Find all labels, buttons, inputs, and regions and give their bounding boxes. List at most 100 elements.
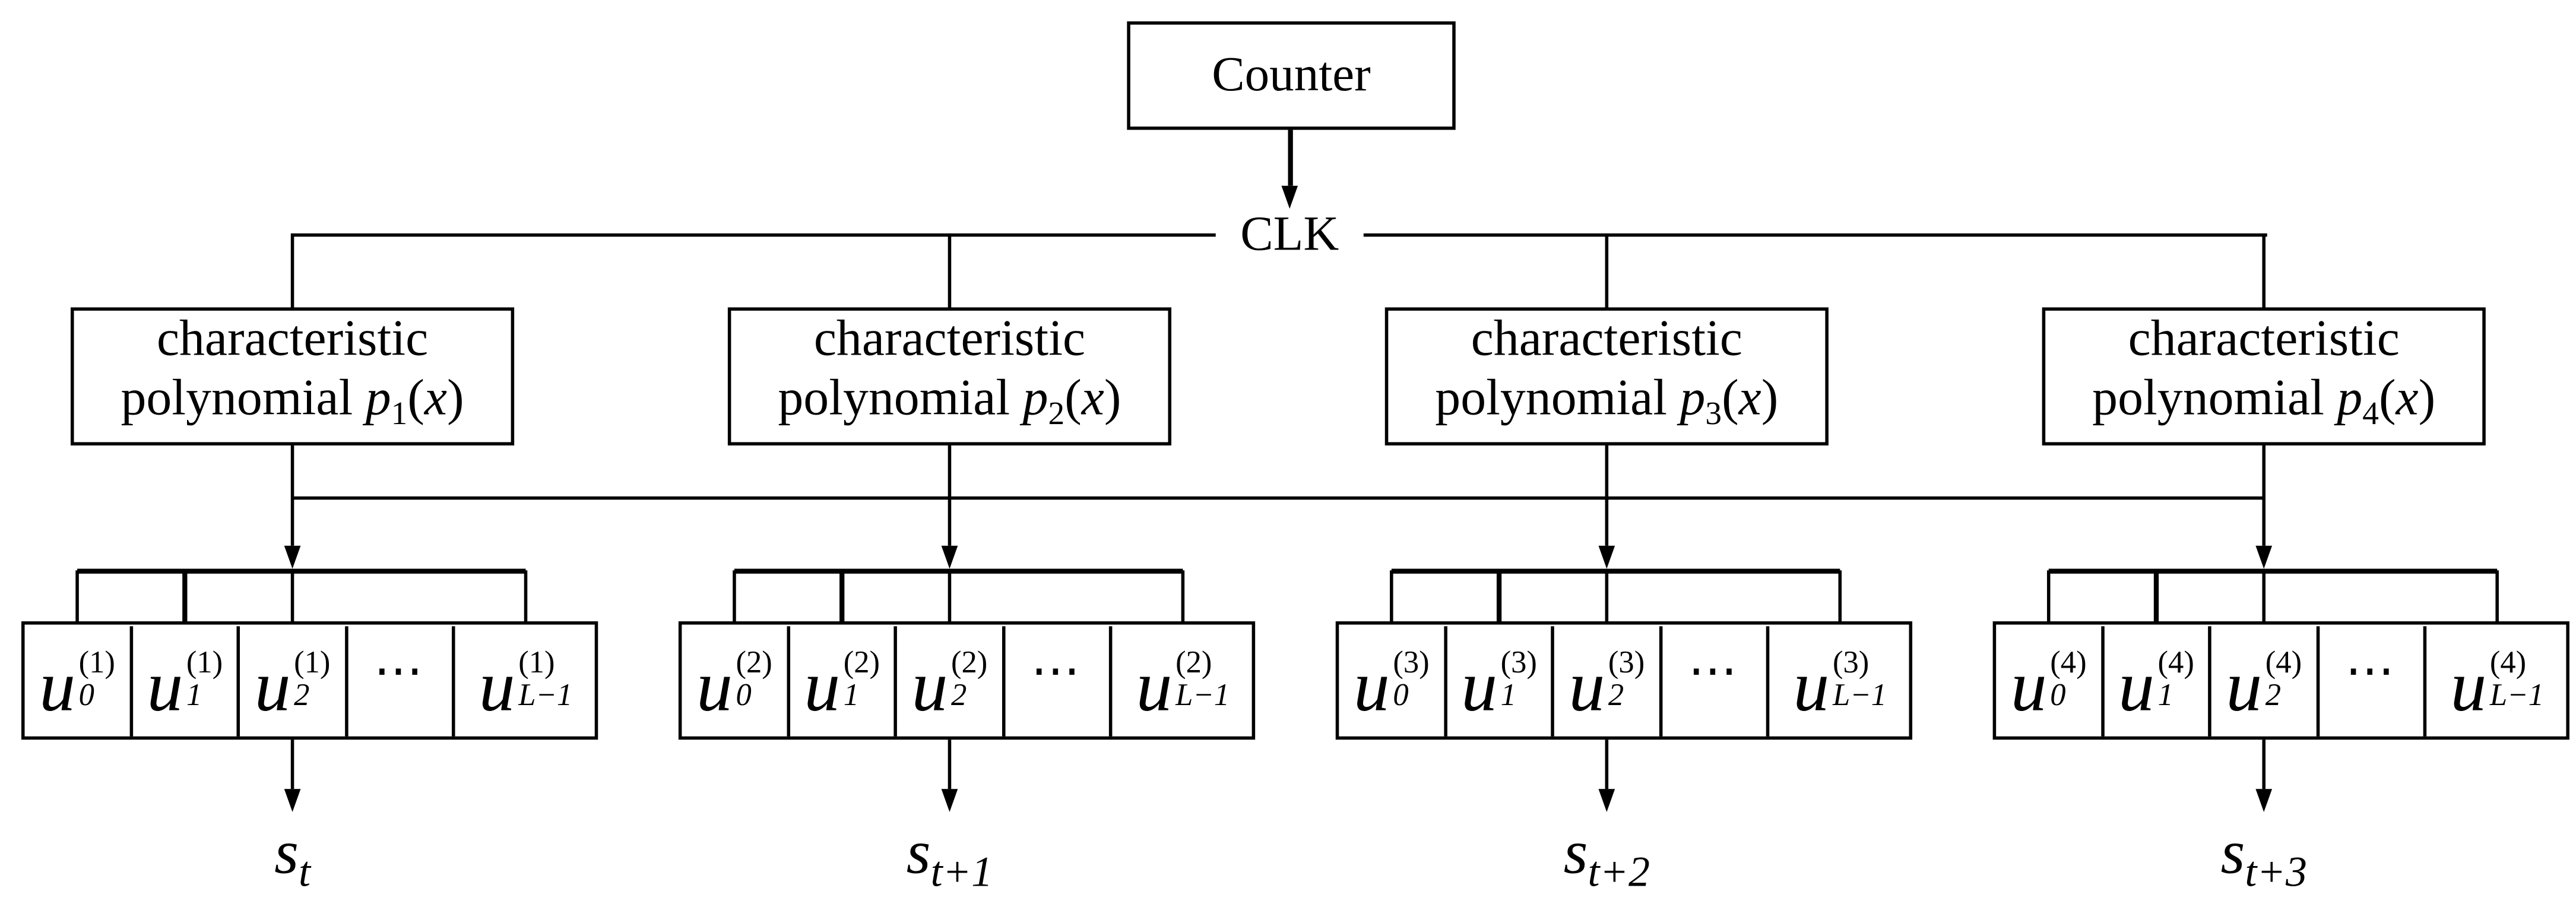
polynomial-box-line1: characteristic: [1471, 309, 1742, 367]
register-cell: u(1)L−1: [452, 621, 600, 740]
cell-sup: (2): [1175, 646, 1212, 681]
polynomial-arg: x: [2396, 368, 2419, 426]
output-sub: t: [299, 848, 311, 896]
load-bus-tap-line: [840, 570, 844, 622]
cell-sub: L−1: [518, 678, 573, 713]
output-sub: t+1: [930, 848, 993, 896]
clk-drop-line: [948, 233, 952, 309]
polynomial-box-line2: polynomial p4(x): [2092, 368, 2435, 444]
register-output-line: [2261, 740, 2266, 789]
cell-sub: 0: [736, 678, 752, 713]
register-cell-ellipsis: ⋯: [334, 621, 465, 740]
register-output-line: [947, 740, 952, 789]
polynomial-index: 2: [1048, 396, 1065, 432]
register-output-line: [290, 740, 295, 789]
polynomial-symbol: p: [365, 368, 391, 426]
polynomial-box-1: characteristic polynomial p1(x): [70, 307, 515, 445]
polynomial-index: 3: [1705, 396, 1722, 432]
output-label-4: st+3: [2133, 816, 2396, 910]
cell-sub: 2: [294, 678, 310, 713]
register-cell-ellipsis: ⋯: [991, 621, 1123, 740]
cell-sub: 0: [1393, 678, 1409, 713]
arrowhead-down-icon: [940, 789, 957, 813]
cell-base: u: [1569, 645, 1605, 726]
lparen: (: [2378, 368, 2396, 426]
cell-separator: [893, 625, 898, 736]
ellipsis-dots: ⋯: [373, 643, 427, 698]
load-bus-bar: [734, 568, 1183, 574]
cell-base: u: [1793, 645, 1830, 726]
cell-separator: [786, 625, 790, 736]
register-cell: u(2)1: [777, 621, 908, 740]
cell-base: u: [479, 645, 515, 726]
cell-sub: 2: [2265, 678, 2282, 713]
cell-sup: (3): [1608, 646, 1645, 681]
cell-base: u: [2450, 645, 2487, 726]
arrowhead-down-icon: [940, 545, 957, 569]
arrowhead-down-icon: [1598, 545, 1614, 569]
load-bus-tap-line: [1838, 570, 1842, 622]
cell-sub: L−1: [1175, 678, 1230, 713]
cell-sup: (2): [843, 646, 880, 681]
cell-sup: (3): [1500, 646, 1537, 681]
ellipsis-dots: ⋯: [1688, 643, 1741, 698]
load-bus-tap-line: [948, 570, 952, 622]
cell-base: u: [39, 645, 76, 726]
cell-sup: (4): [2489, 646, 2527, 681]
polynomial-box-line1: characteristic: [813, 309, 1086, 367]
register-cell: u(2)L−1: [1109, 621, 1257, 740]
load-bus-tap-line: [732, 570, 736, 622]
load-bus-tap-line: [2154, 570, 2158, 622]
cell-sub: 1: [843, 678, 860, 713]
output-label-3: st+2: [1475, 816, 1738, 910]
cell-sup: (4): [2050, 646, 2087, 681]
cell-base: u: [2226, 645, 2263, 726]
polynomial-word: polynomial: [2092, 368, 2324, 426]
box-output-line: [1604, 445, 1609, 546]
arrowhead-down-icon: [1281, 185, 1298, 209]
register-cell: u(1)2: [227, 621, 358, 740]
output-label-2: st+1: [818, 816, 1081, 910]
load-bus-tap-line: [2495, 570, 2499, 622]
arrowhead-down-icon: [283, 545, 300, 569]
cell-base: u: [696, 645, 733, 726]
register-1: [21, 621, 598, 740]
polynomial-box-line1: characteristic: [2128, 309, 2400, 367]
lfsr-column-2: characteristic polynomial p2(x) u(2)0 u(…: [621, 0, 1278, 910]
cell-separator: [2100, 625, 2105, 736]
output-label-1: st: [161, 816, 424, 910]
rparen: ): [1761, 368, 1779, 426]
load-bus-tap-line: [1497, 570, 1501, 622]
register-cell: u(3)2: [1541, 621, 1672, 740]
cell-sub: L−1: [2489, 678, 2544, 713]
register-cell: u(4)L−1: [2423, 621, 2571, 740]
output-base: s: [274, 819, 299, 888]
cell-sub: 1: [186, 678, 202, 713]
counter-box: Counter: [1127, 21, 1456, 130]
polynomial-symbol: p: [2337, 368, 2363, 426]
cell-separator: [236, 625, 240, 736]
counter-label: Counter: [1212, 48, 1371, 102]
cell-separator: [1551, 625, 1555, 736]
register-cell: u(1)0: [11, 621, 142, 740]
clk-drop-line: [290, 233, 294, 309]
cell-sub: 1: [1500, 678, 1516, 713]
polynomial-word: polynomial: [121, 368, 353, 426]
rparen: ): [1104, 368, 1121, 426]
cell-base: u: [147, 645, 183, 726]
load-bus-tap-line: [290, 570, 294, 622]
cell-separator: [344, 625, 348, 736]
lfsr-column-3: characteristic polynomial p3(x) u(3)0 u(…: [1278, 0, 1935, 910]
register-cell: u(4)1: [2090, 621, 2222, 740]
cell-base: u: [1136, 645, 1173, 726]
cell-sup: (1): [294, 646, 331, 681]
register-3: [1336, 621, 1912, 740]
clk-drop-line: [2262, 233, 2266, 309]
load-bus-tap-line: [2262, 570, 2266, 622]
cell-base: u: [254, 645, 291, 726]
cell-sub: 0: [78, 678, 94, 713]
output-sub: t+2: [1588, 848, 1650, 896]
clk-label: CLK: [1240, 207, 1339, 261]
cell-separator: [129, 625, 133, 736]
